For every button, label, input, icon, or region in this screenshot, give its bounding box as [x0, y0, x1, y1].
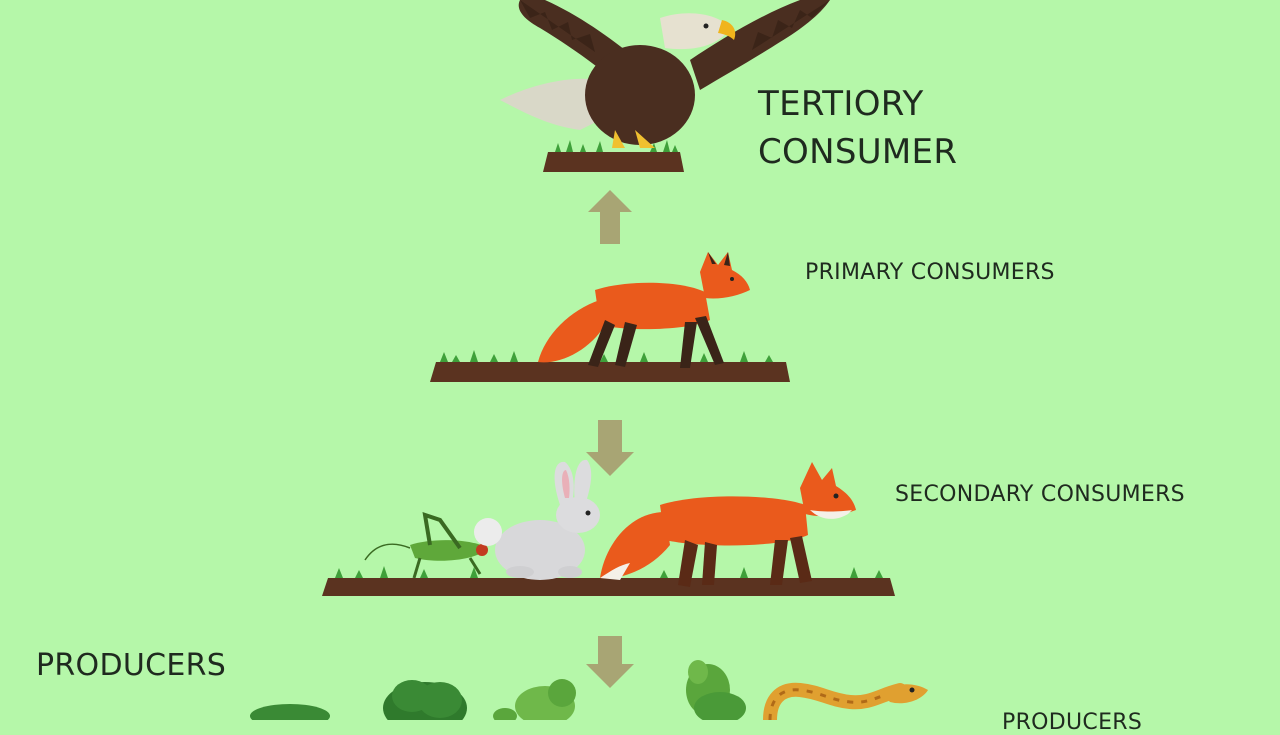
producers-label: PRODUCERS [36, 648, 227, 683]
fox-platform [430, 350, 790, 382]
eagle-platform [543, 140, 684, 172]
plant-icon [250, 660, 746, 720]
primary-consumers-label: PRIMARY CONSUMERS [805, 260, 1055, 285]
eagle-icon [500, 0, 830, 148]
producers-label-right: PRODUCERS [1002, 710, 1143, 735]
diagram-artwork [250, 0, 928, 720]
grasshopper-icon [364, 512, 488, 579]
tertiary-consumer-label: TERTIORY CONSUMER [758, 80, 957, 176]
arrow-down-icon [586, 420, 634, 476]
tertiary-label-line1: TERTIORY [758, 84, 924, 124]
arrow-up-icon [588, 190, 632, 244]
rabbit-icon [474, 459, 600, 580]
fox-icon [538, 252, 750, 368]
snake-icon [763, 682, 928, 720]
tertiary-label-line2: CONSUMER [758, 132, 958, 172]
arrow-down-icon-2 [586, 636, 634, 688]
secondary-platform [322, 566, 895, 596]
secondary-consumers-label: SECONDARY CONSUMERS [895, 482, 1185, 507]
fox-icon-secondary [600, 462, 856, 587]
food-chain-diagram: TERTIORY CONSUMER PRIMARY CONSUMERS SECO… [36, 0, 1185, 735]
